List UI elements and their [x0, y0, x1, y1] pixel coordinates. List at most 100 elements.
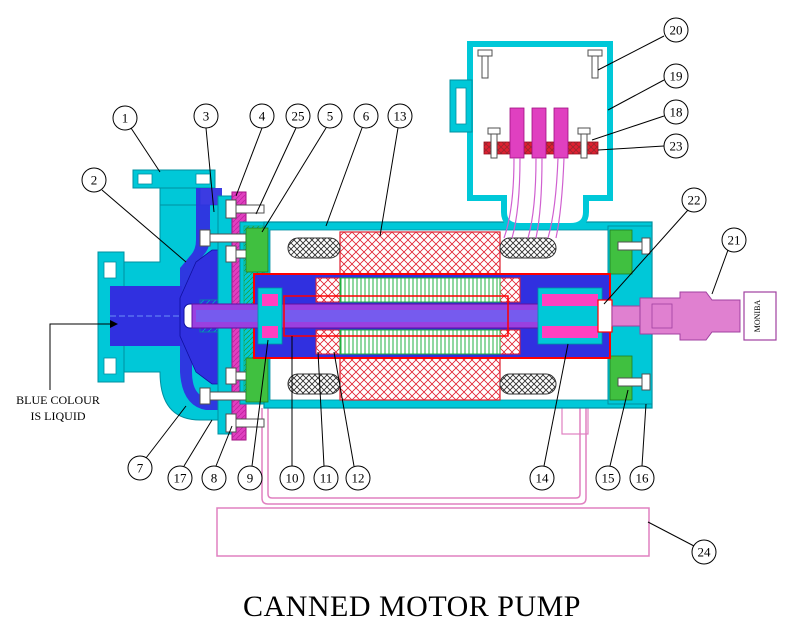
callout-circle [193, 103, 219, 129]
callout-number: 16 [636, 471, 650, 486]
callout-circle [167, 465, 193, 491]
callout-circle [629, 465, 655, 491]
callout-circle [721, 227, 747, 253]
callout-circle [81, 167, 107, 193]
callout-7: 7 [127, 405, 187, 481]
callout-circle [237, 465, 263, 491]
note-line-2: IS LIQUID [31, 409, 86, 423]
callout-number: 8 [211, 471, 218, 486]
callout-number: 7 [137, 461, 144, 476]
callout-number: 11 [320, 471, 333, 486]
callout-14: 14 [529, 343, 569, 491]
callout-16: 15 [595, 389, 629, 491]
callouts: 1 2 3 4 25 5 6 13 20 19 18 23 22 21 7 17… [81, 17, 747, 565]
callout-circle [663, 63, 689, 89]
callout-24: 24 [647, 521, 717, 565]
callout-number: 12 [352, 471, 365, 486]
callout-leader [130, 127, 161, 173]
callout-leader [101, 189, 187, 263]
callout-leader [543, 343, 569, 467]
callout-8: 8 [201, 425, 233, 491]
callout-17: 17 [167, 419, 213, 491]
callout-circle [313, 465, 339, 491]
callout-number: 10 [286, 471, 299, 486]
callout-leader [609, 389, 629, 467]
callout-20: 20 [597, 17, 689, 71]
callout-number: 18 [670, 105, 683, 120]
callout-2: 2 [81, 167, 187, 263]
callout-leader [215, 425, 233, 467]
callout-circle [279, 465, 305, 491]
base-frame [216, 403, 650, 557]
callout-circle [249, 103, 275, 129]
callout-leader [711, 249, 729, 295]
rotor [315, 277, 521, 355]
callout-number: 9 [247, 471, 254, 486]
callout-15: 16 [629, 403, 655, 491]
callout-22: 22 [603, 187, 707, 305]
callout-number: 17 [174, 471, 188, 486]
callout-leader [607, 79, 665, 111]
callout-leader [205, 127, 215, 213]
callout-number: 23 [670, 139, 683, 154]
callout-circle [201, 465, 227, 491]
callout-leader [145, 405, 187, 459]
note-line-1: BLUE COLOUR [16, 393, 100, 407]
callout-number: 5 [327, 109, 334, 124]
callout-leader [597, 145, 665, 151]
callout-4: 4 [235, 103, 275, 197]
terminal-box [449, 41, 613, 239]
bearing-monitor [611, 291, 777, 341]
callout-5: 5 [261, 103, 343, 233]
shaft-and-bearings [191, 287, 613, 345]
callout-12: 12 [333, 351, 371, 491]
callout-circle [691, 539, 717, 565]
callout-circle [387, 103, 413, 129]
callout-leader [379, 127, 399, 237]
callout-circle [353, 103, 379, 129]
callout-number: 22 [688, 193, 701, 208]
callout-circle [317, 103, 343, 129]
callout-leader [255, 127, 297, 215]
callout-circle [681, 187, 707, 213]
callout-circle [127, 455, 153, 481]
callout-11: 11 [313, 351, 339, 491]
page-title: CANNED MOTOR PUMP [243, 590, 581, 623]
callout-1: 1 [112, 105, 161, 173]
callout-number: 6 [363, 109, 370, 124]
callout-13: 13 [379, 103, 413, 237]
callout-number: 20 [670, 23, 683, 38]
callout-circle [285, 103, 311, 129]
callout-3: 3 [193, 103, 219, 213]
callout-23: 23 [597, 133, 689, 159]
callout-circle [345, 465, 371, 491]
callout-number: 24 [698, 545, 712, 560]
callout-number: 19 [670, 69, 683, 84]
callout-leader [235, 127, 263, 197]
callout-leader [251, 339, 269, 467]
callout-circle [663, 99, 689, 125]
callout-leader [641, 403, 647, 467]
callout-leader [647, 521, 695, 547]
callout-18: 18 [591, 99, 689, 141]
callout-10: 10 [279, 336, 305, 491]
callout-21: 21 [711, 227, 747, 295]
callout-25: 25 [255, 103, 311, 215]
callout-9: 9 [237, 339, 269, 491]
callout-circle [595, 465, 621, 491]
callout-number: 2 [91, 173, 98, 188]
callout-number: 25 [292, 109, 305, 124]
callout-circle [112, 105, 138, 131]
callout-6: 6 [325, 103, 379, 227]
callout-number: 13 [394, 109, 407, 124]
callout-number: 21 [728, 233, 741, 248]
callout-leader [603, 209, 689, 305]
callout-leader [591, 115, 665, 141]
callout-19: 19 [607, 63, 689, 111]
callout-circle [663, 133, 689, 159]
callout-number: 4 [259, 109, 266, 124]
callout-number: 15 [602, 471, 615, 486]
callout-circle [663, 17, 689, 43]
